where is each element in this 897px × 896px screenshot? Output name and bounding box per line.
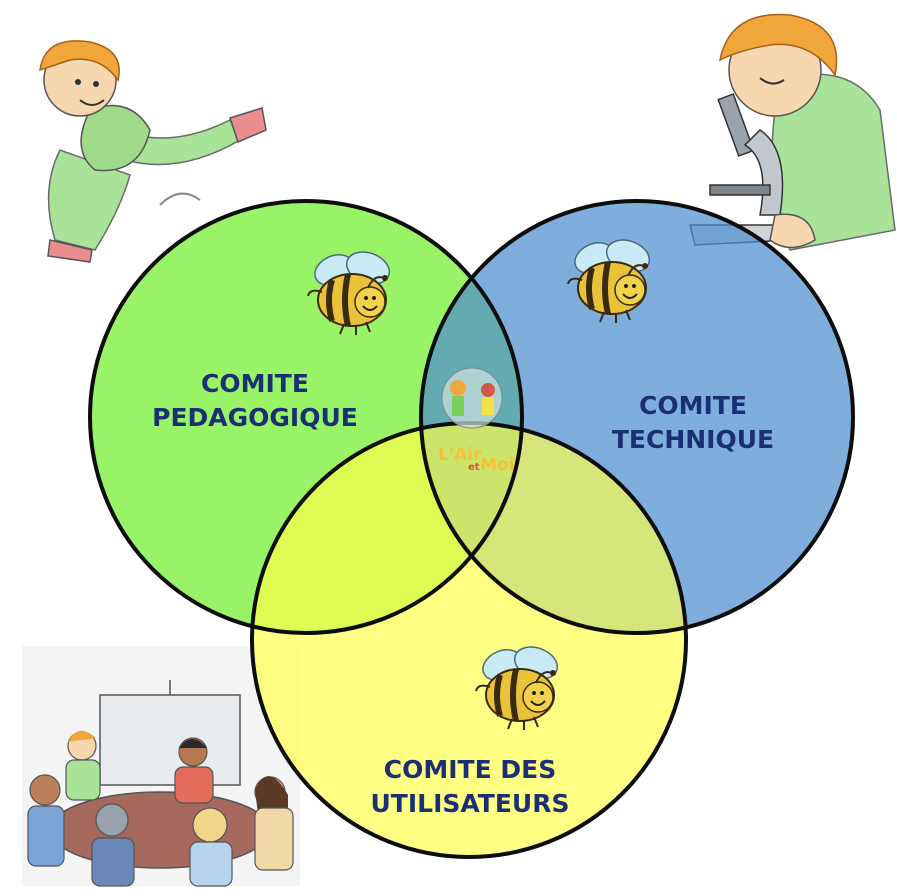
venn-outlines xyxy=(88,199,855,859)
circle-utilisateurs xyxy=(252,423,686,857)
meeting-group-illustration xyxy=(22,646,300,887)
logo-text-moi: Moi xyxy=(480,455,514,475)
label-pedagogique-line1: COMITE xyxy=(201,369,309,398)
center-logo: L'Air et Moi xyxy=(438,367,514,475)
label-technique-line1: COMITE xyxy=(639,391,747,420)
logo-text-air: L'Air xyxy=(438,445,482,465)
label-utilisateurs-line2: UTILISATEURS xyxy=(371,789,570,818)
label-utilisateurs: COMITE DES UTILISATEURS xyxy=(371,755,570,818)
label-technique-line2: TECHNIQUE xyxy=(612,425,774,454)
label-utilisateurs-line1: COMITE DES xyxy=(384,755,556,784)
jumping-child-illustration xyxy=(39,40,267,263)
label-technique: COMITE TECHNIQUE xyxy=(612,391,774,454)
microscope-child-illustration xyxy=(689,13,896,251)
venn-circles xyxy=(90,201,853,857)
label-pedagogique-line2: PEDAGOGIQUE xyxy=(152,403,358,432)
logo-text-et: et xyxy=(468,462,480,473)
label-pedagogique: COMITE PEDAGOGIQUE xyxy=(152,369,358,432)
